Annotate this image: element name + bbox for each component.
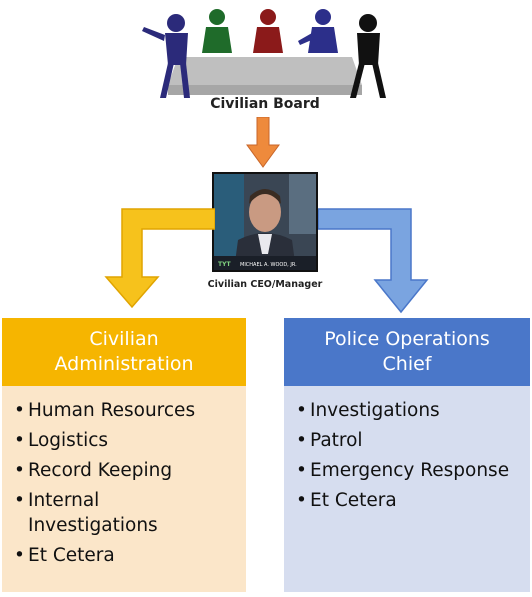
admin-item-internal-investigations: Internal Investigations — [14, 488, 178, 538]
civilian-administration-list: Human Resources Logistics Record Keeping… — [2, 386, 246, 592]
admin-item-et-cetera: Et Cetera — [14, 543, 246, 568]
board-member-1 — [142, 14, 190, 98]
admin-item-record-keeping: Record Keeping — [14, 458, 246, 483]
police-item-et-cetera: Et Cetera — [296, 488, 530, 513]
admin-title-line2: Administration — [54, 353, 194, 375]
left-elbow-arrow-icon — [104, 208, 215, 309]
police-item-emergency-response: Emergency Response — [296, 458, 530, 483]
ceo-photo: TYT MICHAEL A. WOOD, JR. — [212, 172, 318, 272]
police-item-patrol: Patrol — [296, 428, 530, 453]
police-operations-chief-header: Police Operations Chief — [284, 318, 530, 386]
admin-title-line1: Civilian — [89, 328, 159, 350]
police-item-investigations: Investigations — [296, 398, 530, 423]
ceo-photo-caption: MICHAEL A. WOOD, JR. — [240, 262, 297, 268]
police-title-line1: Police Operations — [324, 328, 490, 350]
board-member-3 — [253, 9, 283, 53]
ceo-portrait-image: TYT MICHAEL A. WOOD, JR. — [214, 174, 316, 270]
board-table — [168, 57, 362, 85]
board-member-5 — [350, 14, 386, 98]
ceo-label: Civilian CEO/Manager — [207, 279, 323, 290]
board-label: Civilian Board — [210, 96, 320, 112]
board-member-4 — [298, 9, 338, 53]
civilian-administration-header: Civilian Administration — [2, 318, 246, 386]
civilian-board-illustration — [142, 9, 386, 98]
police-operations-list: Investigations Patrol Emergency Response… — [284, 386, 530, 592]
police-title-line2: Chief — [382, 353, 432, 375]
right-elbow-arrow-icon — [318, 208, 429, 314]
admin-item-logistics: Logistics — [14, 428, 246, 453]
svg-text:TYT: TYT — [218, 261, 231, 268]
admin-item-human-resources: Human Resources — [14, 398, 246, 423]
down-arrow-icon — [246, 117, 280, 168]
board-member-2 — [202, 9, 232, 53]
